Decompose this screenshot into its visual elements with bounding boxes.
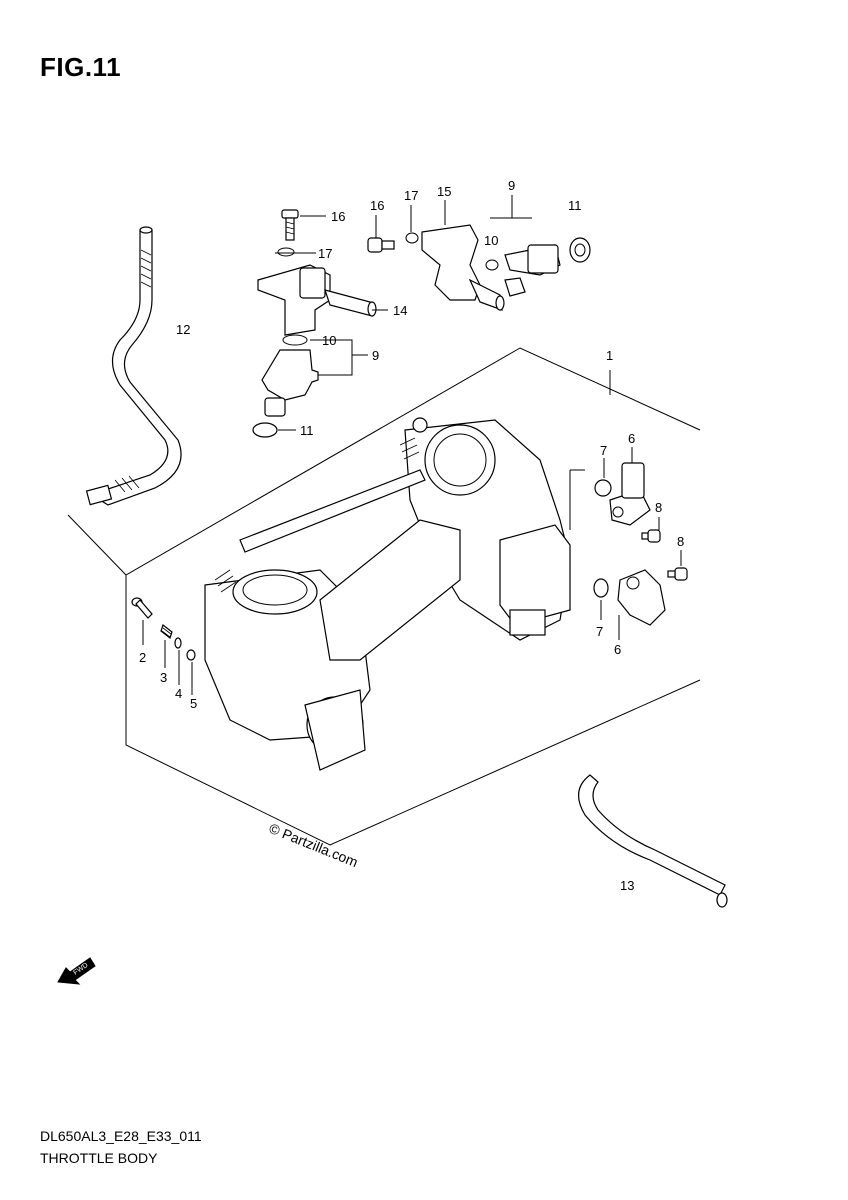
callout-14: 14	[393, 303, 407, 318]
screw-part-2	[131, 597, 153, 619]
hose-part-12	[85, 226, 182, 506]
injector-holder-part-15	[421, 224, 505, 311]
sensor-part-6-lower	[617, 569, 666, 626]
callout-8-lower: 8	[677, 534, 684, 549]
callout-labels: 1 2 3 4 5 6 6 7 7 8 8 9 9 10 10 11 11 12…	[139, 178, 684, 893]
callout-6-lower: 6	[614, 642, 621, 657]
o-ring-part-7-upper	[594, 479, 612, 497]
callout-11-left: 11	[300, 423, 314, 438]
callout-11-right: 11	[568, 198, 582, 213]
callout-9-top: 9	[508, 178, 515, 193]
callout-8-upper: 8	[655, 500, 662, 515]
o-ring-part-7-lower	[593, 578, 609, 598]
watermark: © Partzilla.com	[267, 820, 360, 870]
sensor-part-6-upper	[609, 462, 651, 526]
injector-holder-part-17	[257, 264, 377, 336]
callout-3: 3	[160, 670, 167, 685]
hose-part-13	[578, 774, 728, 908]
screw-part-16-right	[367, 232, 419, 253]
callout-12: 12	[176, 322, 190, 337]
callout-10-right: 10	[484, 233, 498, 248]
callout-2: 2	[139, 650, 146, 665]
callout-6-upper: 6	[628, 431, 635, 446]
callout-4: 4	[175, 686, 182, 701]
leader-lines	[142, 195, 682, 695]
model-code: DL650AL3_E28_E33_011	[40, 1128, 202, 1144]
fwd-arrow-icon: FWD	[57, 957, 96, 985]
section-title: THROTTLE BODY	[40, 1150, 158, 1166]
screw-part-8-lower	[667, 567, 688, 581]
callout-16-left: 16	[331, 209, 345, 224]
callout-9-left: 9	[372, 348, 379, 363]
callout-17-top: 17	[404, 188, 418, 203]
washer-part-4	[174, 637, 182, 649]
callout-7-upper: 7	[600, 443, 607, 458]
figure-title: FIG.11	[40, 52, 122, 82]
callout-5: 5	[190, 696, 197, 711]
screw-part-8-upper	[641, 529, 661, 543]
throttle-body-part-1	[204, 417, 571, 771]
injector-part-9-left	[252, 334, 319, 438]
callout-15: 15	[437, 184, 451, 199]
callout-17-left: 17	[318, 246, 332, 261]
spring-part-3	[160, 624, 173, 639]
callout-10-left: 10	[322, 333, 336, 348]
injector-part-9-right	[504, 237, 591, 297]
o-ring-part-5	[186, 649, 196, 661]
callout-7-lower: 7	[596, 624, 603, 639]
screw-part-16-left	[277, 209, 299, 257]
callout-1: 1	[606, 348, 613, 363]
assembly-boundary	[67, 347, 701, 846]
callout-13: 13	[620, 878, 634, 893]
callout-16-right: 16	[370, 198, 384, 213]
